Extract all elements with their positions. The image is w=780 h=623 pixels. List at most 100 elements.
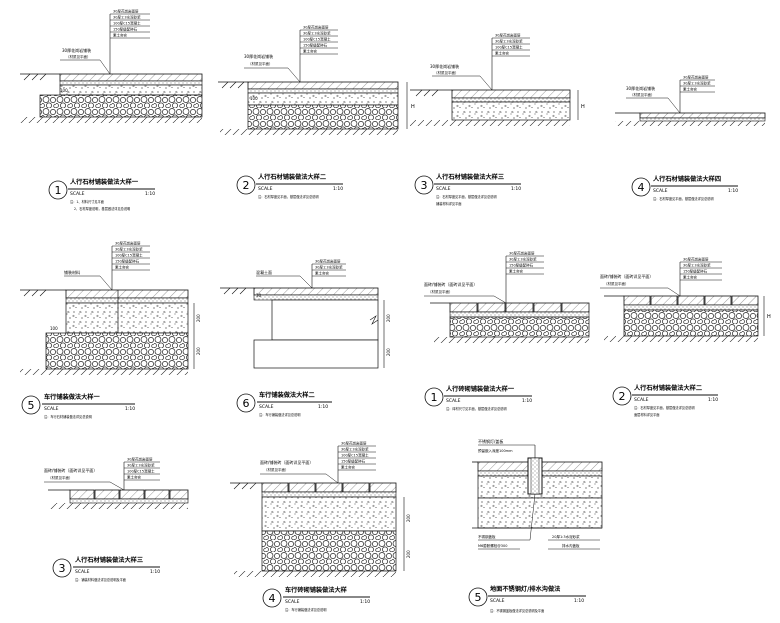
scale-value: 1:10 [728,188,738,194]
leader-sublabel: （材质见平面） [48,475,73,480]
leader-sublabel: （材质见平面） [66,54,91,59]
leader-label: 面砖/铺装砖（面砖详见平面） [44,467,97,473]
layer-label: 150厚级配碎石 [341,459,366,464]
leader-label: 面砖/铺装砖（面砖详见平面） [600,273,653,279]
layer-label: 150厚级配碎石 [303,43,328,48]
detail-6: 200 200 30 30厚花岗岩面层 30厚1:3水泥砂浆 素土夯实 混凝土面… [220,259,391,417]
stone-layer [253,287,379,296]
detail-note: 面层材料详见平面 [634,412,660,417]
concrete-layer [261,496,397,532]
detail-note: 注：车行铺装做法详见总说明 [259,412,300,417]
leader-label: 面砖/铺装砖（面砖详见平面） [424,281,477,287]
detail-title: 人行石材铺装做法大样四 [653,175,721,183]
leader-label: 铺装材料 [64,269,80,275]
soil-hatch [234,571,396,577]
soil-hatch [220,129,398,135]
mortar-layer [247,88,399,94]
layer-label: 素土夯实 [495,51,509,56]
layer-label: 100厚C15混凝土 [303,37,331,42]
detail-title: 车行铺装做法大样二 [259,391,315,399]
detail-number-circle [52,558,72,578]
detail-9: 30厚花岗岩面层 30厚1:3水泥砂浆 100厚C15混凝土 素土夯实 面砖/铺… [44,457,189,582]
layer-label: 100厚C15混凝土 [341,453,369,458]
layer-callouts: 30厚花岗岩面层 30厚1:3水泥砂浆 100厚C15混凝土 150厚级配碎石 … [110,9,150,39]
detail-number-circle [236,175,256,195]
detail-title: 人行石材铺装做法大样二 [258,173,326,181]
detail-number: 5 [475,591,482,604]
detail-title: 人行石材铺装做法大样一 [70,178,139,186]
detail-note: 注：石材厚度见平面，基层做法详见总说明 [258,194,319,199]
layer-label: 30厚1:3水泥砂浆 [303,31,331,36]
layer-label: 150厚级配碎石 [683,269,708,274]
base-layer [271,299,379,341]
dimension-200: 200 [196,314,201,322]
layer-label: 30厚1:3水泥砂浆 [127,463,155,468]
detail-4: 30厚花岗岩面层 30厚1:3水泥砂浆 素土夯实 30厚花岗岩铺装 （材质见平面… [615,75,766,201]
detail-note: 注：车行石材铺装做法详见总说明 [44,414,92,419]
scale-label: SCALE [446,398,461,404]
stone-layer [451,89,571,99]
leader-label: 不锈钢灯/盖板 [478,438,503,444]
detail-title: 人行石材铺装做法大样三 [75,556,143,564]
detail-title: 人行石材铺装做法大样二 [634,384,702,392]
detail-number-circle [236,393,256,413]
leader-label: 排水沟盖板 [562,543,580,548]
detail-number-circle [468,587,488,607]
scale-label: SCALE [70,191,85,197]
brick-pavers [449,302,590,313]
scale-label: SCALE [490,598,505,604]
stone-layer [59,73,203,82]
layer-label: 150厚级配碎石 [509,263,534,268]
detail-title: 人行石材铺装做法大样三 [436,173,504,181]
scale-value: 1:10 [150,569,160,575]
detail-1: 30厚花岗岩面层 30厚1:3水泥砂浆 100厚C15混凝土 150厚级配碎石 … [20,9,203,211]
leader-label: 面砖/铺装砖（面砖详见平面） [260,459,313,465]
scale-label: SCALE [634,397,649,403]
soil-hatch [50,503,188,509]
detail-note: 注：石材厚度见平面，基层做法详见总说明 [653,196,714,201]
layer-label: 100厚C15混凝土 [127,469,155,474]
layer-label: 100厚C15混凝土 [495,45,523,50]
scale-value: 1:10 [145,191,155,197]
leader-label: M6膨胀螺栓@300 [478,543,507,548]
layer-label: 30厚花岗岩面层 [315,259,341,264]
layer-label: 30厚花岗岩面层 [341,441,367,446]
layer-callouts: 30厚花岗岩面层 30厚1:3水泥砂浆 100厚C15混凝土 150厚级配碎石 … [112,241,150,271]
layer-label: 素土夯实 [113,33,127,38]
mortar-layer [639,117,766,122]
stone-layer [65,289,189,299]
soil-hatch [20,369,188,375]
soil-hatch [20,117,202,123]
scale-value: 1:10 [708,397,718,403]
scale-label: SCALE [259,404,274,410]
detail-title: 地面不锈钢灯/排水沟做法 [490,585,560,593]
detail-8: H 30厚花岗岩面层 30厚1:3水泥砂浆 150厚级配碎石 素土夯实 面砖/铺… [600,257,771,417]
dimension-200: 200 [406,514,411,522]
scale-value: 1:10 [125,406,135,412]
layer-callouts: 30厚花岗岩面层 30厚1:3水泥砂浆 100厚C15混凝土 素土夯实 [124,457,160,481]
leader-sublabel: （材质见平面） [264,467,289,472]
layer-label: 30厚1:3水泥砂浆 [495,39,523,44]
leader-label: 30厚花岗岩铺装 [62,47,91,53]
detail-number: 2 [619,390,626,403]
layer-label: 30厚1:3水泥砂浆 [315,265,343,270]
mortar-layer [449,311,590,318]
leader-label: 20厚1:3水泥砂浆 [552,534,580,539]
detail-number: 1 [55,184,62,197]
layer-label: 30厚1:3水泥砂浆 [509,257,537,262]
detail-number-circle [631,177,651,197]
scale-value: 1:10 [511,186,521,192]
soil-hatch [434,337,589,343]
scale-label: SCALE [75,569,90,575]
dimension-h: H [411,104,415,110]
layer-label: 素土夯实 [127,475,141,480]
detail-number: 4 [638,181,645,194]
dimension-200: 200 [386,314,391,322]
mortar-layer [69,498,189,504]
concrete-layer [59,84,203,96]
subbase-layer [477,497,603,529]
detail-number: 3 [421,179,428,192]
layer-label: 素土夯实 [683,275,697,280]
layer-label: 30厚花岗岩面层 [509,251,535,256]
